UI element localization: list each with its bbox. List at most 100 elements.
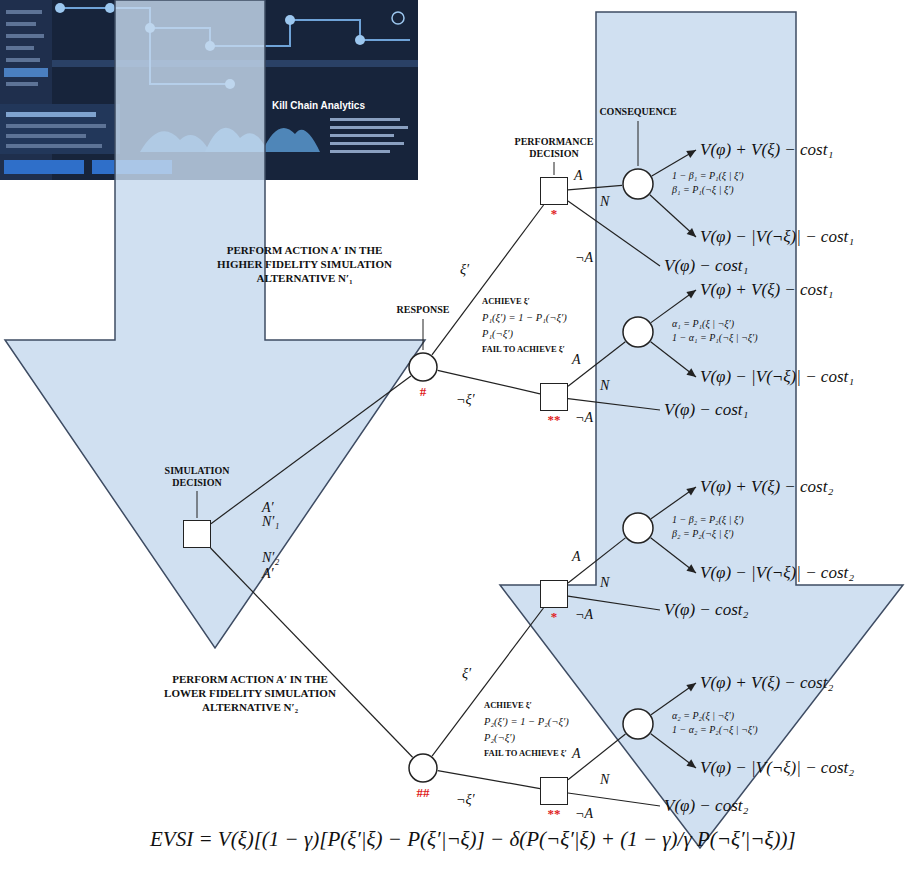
heading-tick xyxy=(638,121,639,166)
connector-line xyxy=(438,771,540,789)
connector xyxy=(438,771,540,789)
outcome-text: V(φ) + V(ξ) − cost₂ xyxy=(700,477,833,496)
edge-label: ¬A xyxy=(575,607,593,622)
connector xyxy=(568,342,625,386)
connector xyxy=(651,683,696,715)
chance-circle: 1 − β₂ = P₂(ξ | ξ′)β₂ = P₂(¬ξ | ξ′) xyxy=(622,512,654,544)
annotation: P₁(¬ξ′) xyxy=(482,327,513,340)
panel-line xyxy=(6,134,86,138)
edge-label: ¬A xyxy=(575,806,593,821)
connector xyxy=(651,290,696,323)
reference-line xyxy=(330,134,394,137)
panel-line xyxy=(6,124,106,128)
node-marker: ** xyxy=(548,413,561,426)
arrow-head xyxy=(686,368,696,377)
circle-shape xyxy=(409,353,437,381)
menu-item-active xyxy=(4,68,48,77)
panel-line xyxy=(6,144,102,148)
annotation: FAIL TO ACHIEVE ξ′ xyxy=(482,344,565,355)
decision-square: ** xyxy=(540,777,568,805)
decision-square: * xyxy=(540,580,568,608)
menu-item xyxy=(6,10,42,14)
outcome-value: V(φ) − |V(¬ξ)| − cost₂ xyxy=(700,758,854,778)
outcome-text: V(φ) − |V(¬ξ)| − cost₁ xyxy=(700,227,854,246)
probability-text: β₁ = P₁(¬ξ | ξ′) xyxy=(672,184,734,196)
probability-text: 1 − β₂ = P₂(ξ | ξ′) xyxy=(672,514,744,526)
arrow-head xyxy=(686,759,696,768)
connector-line xyxy=(651,683,696,715)
annotation: FAIL TO ACHIEVE ξ′ xyxy=(484,748,567,759)
node-marker: # xyxy=(420,385,427,398)
circle-shape xyxy=(623,317,653,347)
connector xyxy=(650,195,696,237)
connector xyxy=(211,548,413,757)
node-marker: * xyxy=(551,207,558,220)
arrow-head xyxy=(687,228,696,237)
reference-line xyxy=(330,118,400,121)
edge-label: A xyxy=(572,746,581,761)
chart-peak xyxy=(262,128,320,152)
circle-outline xyxy=(622,512,654,544)
chance-circle: α₂ = P₂(ξ | ¬ξ′)1 − α₂ = P₂(¬ξ | ¬ξ′) xyxy=(622,708,654,740)
probability-text: 1 − β₁ = P₁(ξ | ξ′) xyxy=(672,170,744,182)
circuit-dot xyxy=(105,3,115,13)
outcome-text: V(φ) − cost₂ xyxy=(664,600,748,619)
circle-outline xyxy=(622,168,654,200)
connector-line xyxy=(651,290,696,323)
annotation: ACHIEVE ξ′ xyxy=(484,700,532,711)
node-heading: CONSEQUENCE xyxy=(588,106,688,118)
circle-shape xyxy=(623,169,653,199)
node-heading: PERFORMANCE DECISION xyxy=(504,136,604,160)
menu-item xyxy=(6,46,34,50)
connector xyxy=(568,734,625,780)
connector xyxy=(438,370,540,393)
annotation: P₂(¬ξ′) xyxy=(484,731,515,744)
annotation: P₂(ξ′) = 1 − P₂(¬ξ′) xyxy=(484,715,569,728)
outcome-value: V(φ) − |V(¬ξ)| − cost₂ xyxy=(700,563,854,583)
arrow-head xyxy=(686,290,696,299)
arrow-head xyxy=(686,150,696,158)
annotation: N xyxy=(600,575,609,590)
outcome-value: V(φ) − |V(¬ξ)| − cost₁ xyxy=(700,227,854,247)
outcome-value: V(φ) + V(ξ) − cost₂ xyxy=(700,477,833,497)
heading-tick xyxy=(554,162,555,175)
heading-tick xyxy=(423,319,424,350)
outcome-text: V(φ) − |V(¬ξ)| − cost₂ xyxy=(700,758,854,777)
outcome-value: V(φ) + V(ξ) − cost₂ xyxy=(700,673,833,693)
probability-text: β₂ = P₂(¬ξ | ξ′) xyxy=(672,528,734,540)
connector-line xyxy=(211,548,413,757)
circle-outline xyxy=(408,753,438,783)
edge-label: A′ xyxy=(262,566,274,581)
connector xyxy=(651,342,696,377)
connector xyxy=(568,201,660,266)
connector-line xyxy=(568,201,660,266)
outcome-value: V(φ) + V(ξ) − cost₁ xyxy=(700,280,833,300)
connector-line xyxy=(432,608,543,756)
connector-line xyxy=(651,538,696,573)
connector xyxy=(568,399,660,410)
outcome-text: V(φ) − |V(¬ξ)| − cost₁ xyxy=(700,367,854,386)
heading-tick xyxy=(197,491,198,518)
outcome-text: V(φ) − cost₂ xyxy=(664,796,748,815)
outcome-text: V(φ) − cost₁ xyxy=(664,256,748,275)
connector-line xyxy=(568,399,660,410)
arrow-head xyxy=(686,564,696,573)
probability-text: α₁ = P₁(ξ | ¬ξ′) xyxy=(672,318,734,330)
edge-label: ¬ξ′ xyxy=(456,392,475,407)
menu-item xyxy=(6,58,40,62)
node-heading: RESPONSE xyxy=(378,304,468,316)
outcome-text: V(φ) + V(ξ) − cost₂ xyxy=(700,673,833,692)
menu-item xyxy=(6,82,38,86)
connector-line xyxy=(651,487,696,519)
circuit-dot xyxy=(55,3,65,13)
outcome-text: V(φ) − |V(¬ξ)| − cost₂ xyxy=(700,563,854,582)
annotation: N xyxy=(600,194,609,209)
connector xyxy=(432,608,543,756)
circle-shape xyxy=(409,754,437,782)
edge-label: A′ xyxy=(262,500,274,515)
circuit-ring xyxy=(392,12,404,24)
annotation: N xyxy=(600,772,609,787)
node-marker: ** xyxy=(548,807,561,820)
